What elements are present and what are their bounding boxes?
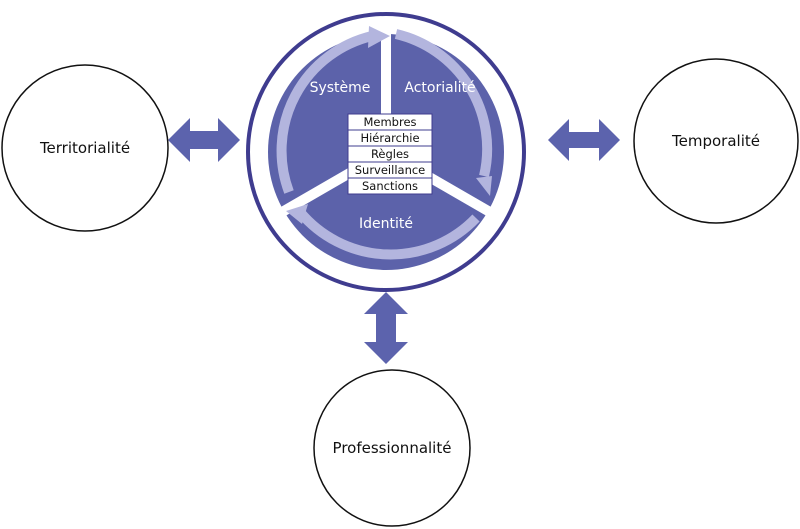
cycle-arrowheads (286, 26, 492, 224)
cycle-arrows (276, 29, 493, 260)
component-regles: Règles (371, 147, 409, 161)
satellite-territorialite (1, 64, 169, 232)
label-territorialite: Territorialité (39, 139, 130, 157)
component-list: Membres Hiérarchie Règles Surveillance S… (347, 113, 433, 195)
cycle-arrowhead-top (368, 26, 390, 48)
connector-arrow-left (168, 118, 240, 162)
component-sanctions: Sanctions (362, 179, 418, 193)
sector-label-actorialite: Actorialité (404, 80, 475, 96)
cycle-arrow-bottom-arc (296, 208, 480, 260)
label-professionnalite: Professionnalité (333, 439, 452, 457)
cycle-arrow-right-arc (394, 29, 493, 178)
cycle-arrow-left-arc (276, 31, 374, 194)
component-surveillance: Surveillance (355, 163, 426, 177)
cycle-arrowhead-lower-left (286, 204, 308, 224)
sector-label-identite: Identité (359, 216, 413, 232)
sector-label-systeme: Système (310, 80, 371, 96)
component-hierarchie: Hiérarchie (360, 131, 419, 145)
cycle-arrowhead-lower-right (476, 176, 492, 196)
component-membres: Membres (363, 115, 416, 129)
satellite-professionnalite (313, 369, 471, 527)
label-temporalite: Temporalité (671, 132, 760, 150)
component-box-5 (347, 177, 433, 195)
connector-arrow-bottom (364, 292, 408, 364)
connector-arrows (168, 118, 620, 364)
connector-arrow-right (548, 119, 620, 161)
satellite-temporalite (633, 58, 799, 224)
